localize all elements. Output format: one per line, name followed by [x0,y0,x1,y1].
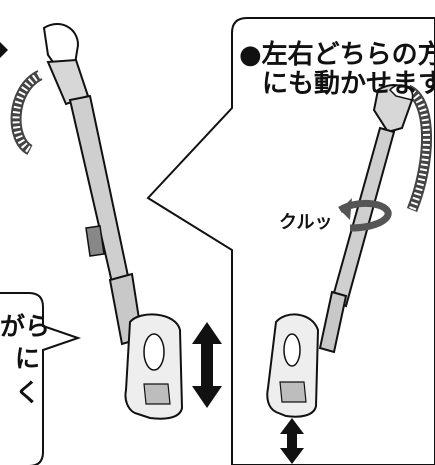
double-arrow-vertical-icon [280,418,304,464]
right-callout-line-2: にも動かせます [262,69,435,99]
left-vacuum [10,23,184,420]
rotate-label: クルッ [279,212,333,233]
left-callout-line-3: く [14,378,40,407]
right-callout-line-1: ●左右どちらの方 [239,40,435,70]
left-callout-line-1: がら [0,312,51,341]
left-callout-line-2: に [14,344,40,373]
rotate-arrow-icon [338,198,392,232]
right-vacuum [266,84,432,418]
right-callout-bubble [146,17,435,465]
double-arrow-vertical-icon [192,322,222,408]
arrow-right-icon [0,42,8,58]
